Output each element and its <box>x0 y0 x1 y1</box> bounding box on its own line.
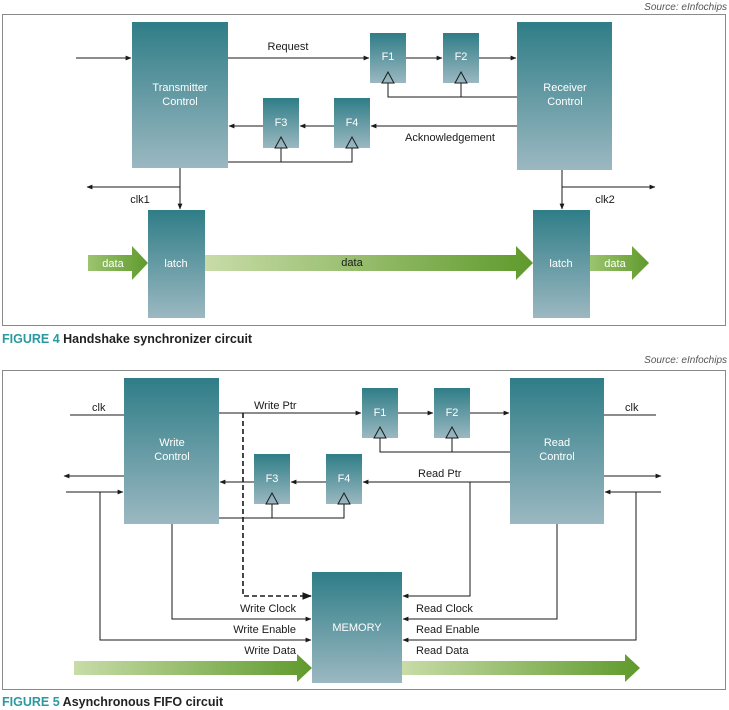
read-clock-label: Read Clock <box>416 603 473 615</box>
f4-fifo-label: F4 <box>338 473 351 485</box>
figure5-frame <box>2 370 726 690</box>
figure4-frame <box>2 14 726 326</box>
receiver-label-1: Receiver <box>543 82 587 94</box>
read-label-1: Read <box>544 437 570 449</box>
write-data-label: Write Data <box>244 645 297 657</box>
f3-flipflop-fifo: F3 <box>254 454 290 505</box>
write-enable-label: Write Enable <box>233 624 296 636</box>
figure5-source: Source: eInfochips <box>644 355 727 366</box>
acknowledgement-label: Acknowledgement <box>405 132 495 144</box>
figure5-caption-number: FIGURE 5 <box>2 695 60 709</box>
data-mid-label: data <box>341 257 363 269</box>
figure4-caption: FIGURE 4 Handshake synchronizer circuit <box>2 332 252 346</box>
f2-flipflop: F2 <box>443 33 479 84</box>
data-arrow-out: data <box>590 246 649 280</box>
figure4-source: Source: eInfochips <box>644 2 727 13</box>
write-clock-label: Write Clock <box>240 603 297 615</box>
clk1-label: clk1 <box>130 194 150 206</box>
f2-label: F2 <box>455 51 468 63</box>
write-label-2: Control <box>154 451 189 463</box>
figure5-caption: FIGURE 5 Asynchronous FIFO circuit <box>2 695 223 709</box>
transmitter-control-block: Transmitter Control <box>132 22 228 168</box>
f4-label: F4 <box>346 117 359 129</box>
write-label-1: Write <box>159 437 184 449</box>
f2-fifo-label: F2 <box>446 407 459 419</box>
f3-flipflop: F3 <box>263 98 299 149</box>
f1-flipflop: F1 <box>370 33 406 84</box>
latch-left-label: latch <box>164 258 187 270</box>
clk2-label: clk2 <box>595 194 615 206</box>
f1-label: F1 <box>382 51 395 63</box>
clk-right-label: clk <box>625 402 639 414</box>
f1-fifo-label: F1 <box>374 407 387 419</box>
f3-fifo-label: F3 <box>266 473 279 485</box>
data-arrow-in: data <box>88 246 148 280</box>
write-data-arrow <box>74 654 312 682</box>
read-ptr-label: Read Ptr <box>418 468 462 480</box>
f4-flipflop: F4 <box>334 98 370 149</box>
latch-right-label: latch <box>549 258 572 270</box>
figure4-caption-number: FIGURE 4 <box>2 332 60 346</box>
request-label: Request <box>268 41 309 53</box>
read-control-block: Read Control <box>510 378 604 524</box>
memory-block: MEMORY <box>312 572 402 683</box>
memory-label: MEMORY <box>332 622 382 634</box>
receiver-control-block: Receiver Control <box>517 22 612 170</box>
f1-flipflop-fifo: F1 <box>362 388 398 439</box>
f2-flipflop-fifo: F2 <box>434 388 470 439</box>
write-ptr-label: Write Ptr <box>254 400 297 412</box>
read-enable-label: Read Enable <box>416 624 480 636</box>
receiver-label-2: Control <box>547 96 582 108</box>
data-arrow-middle: data <box>205 246 533 280</box>
latch-right-block: latch <box>533 210 590 318</box>
transmitter-label-2: Control <box>162 96 197 108</box>
figure4-diagram: Transmitter Control Receiver Control F1 … <box>76 22 656 318</box>
transmitter-label-1: Transmitter <box>152 82 208 94</box>
figure4-caption-text: Handshake synchronizer circuit <box>63 332 253 346</box>
write-control-block: Write Control <box>124 378 219 524</box>
f4-flipflop-fifo: F4 <box>326 454 362 505</box>
figure5-wires <box>63 410 662 643</box>
read-data-label: Read Data <box>416 645 469 657</box>
data-in-label: data <box>102 258 124 270</box>
latch-left-block: latch <box>148 210 205 318</box>
figure5-diagram: Write Control Read Control MEMORY F1 F2 … <box>63 378 662 683</box>
figure4-wires <box>76 55 656 210</box>
read-label-2: Control <box>539 451 574 463</box>
figure5-caption-text: Asynchronous FIFO circuit <box>62 695 224 709</box>
read-data-arrow <box>402 654 640 682</box>
data-out-label: data <box>604 258 626 270</box>
f3-label: F3 <box>275 117 288 129</box>
clk-left-label: clk <box>92 402 106 414</box>
